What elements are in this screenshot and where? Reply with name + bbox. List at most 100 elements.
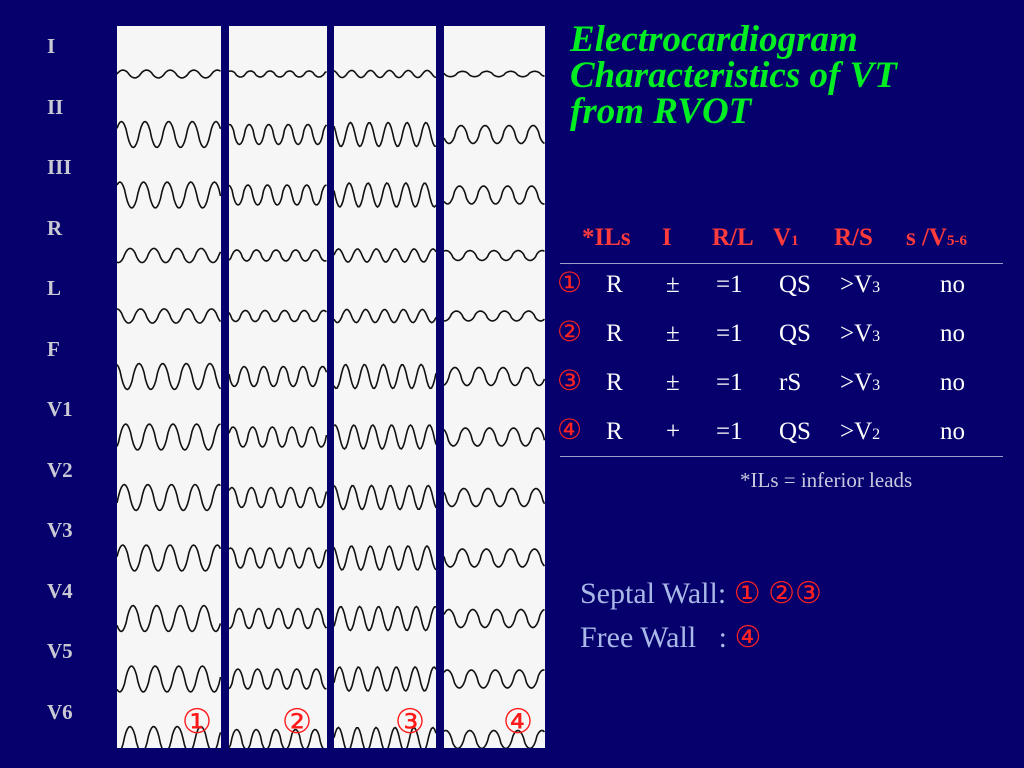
ecg-strip-2: ② bbox=[229, 26, 327, 748]
row-rs: >V2 bbox=[840, 419, 880, 444]
ecg-lead-trace bbox=[229, 426, 327, 448]
ecg-trace-1 bbox=[117, 69, 221, 748]
row-rl: =1 bbox=[716, 369, 743, 396]
ecg-lead-trace bbox=[334, 121, 436, 148]
header-ils: *ILs bbox=[582, 224, 631, 251]
lead-label: II bbox=[47, 94, 64, 119]
row-rs-sub: 3 bbox=[872, 377, 881, 394]
ecg-lead-trace bbox=[334, 726, 436, 748]
ecg-lead-trace bbox=[334, 484, 436, 511]
ecg-lead-trace bbox=[444, 310, 545, 322]
ecg-lead-trace bbox=[444, 185, 545, 205]
title-line-2: Characteristics of VT bbox=[570, 55, 897, 96]
row-sv: no bbox=[940, 369, 965, 396]
ecg-lead-trace bbox=[444, 427, 545, 447]
lead-label: R bbox=[47, 215, 63, 240]
row-number: ① bbox=[557, 268, 583, 299]
row-sv: no bbox=[940, 418, 965, 445]
ecg-lead-trace bbox=[334, 423, 436, 451]
ecg-lead-trace bbox=[444, 366, 545, 387]
row-ils: R bbox=[606, 271, 623, 298]
lead-label: L bbox=[47, 276, 62, 300]
row-number: ④ bbox=[557, 415, 583, 446]
row-rs-value: >V bbox=[840, 271, 873, 298]
row-number: ② bbox=[557, 317, 583, 348]
header-v1: V1 bbox=[773, 224, 799, 252]
free-wall-numbers: ④ bbox=[734, 621, 762, 654]
ecg-strip-1: ① bbox=[117, 26, 221, 748]
free-wall-label: Free Wall : bbox=[580, 621, 727, 654]
strip-marker-4: ④ bbox=[502, 704, 534, 741]
row-ils: R bbox=[606, 320, 623, 347]
ecg-lead-trace bbox=[334, 69, 436, 79]
row-number: ③ bbox=[557, 366, 583, 397]
ecg-lead-trace bbox=[229, 365, 327, 388]
lead-label: V1 bbox=[47, 397, 73, 421]
septal-wall-label: Septal Wall: bbox=[580, 577, 727, 610]
header-sv-text: s /V bbox=[906, 224, 947, 251]
ecg-lead-trace bbox=[334, 605, 436, 632]
ecg-lead-trace bbox=[444, 669, 545, 689]
ecg-lead-trace bbox=[117, 423, 221, 451]
row-lead-i: ± bbox=[666, 369, 680, 396]
ecg-lead-trace bbox=[117, 120, 221, 149]
header-sv-sub: 5-6 bbox=[946, 233, 967, 249]
ecg-lead-trace bbox=[229, 547, 327, 569]
ecg-lead-trace bbox=[117, 308, 221, 324]
ecg-lead-trace bbox=[229, 123, 327, 146]
row-rs-sub: 2 bbox=[872, 426, 881, 443]
header-i: I bbox=[662, 224, 672, 251]
row-v1: QS bbox=[779, 271, 811, 298]
row-ils: R bbox=[606, 418, 623, 445]
ecg-lead-trace bbox=[229, 486, 327, 509]
ecg-strip-4: ④ bbox=[444, 26, 545, 748]
header-rl: R/L bbox=[712, 224, 754, 251]
row-rl: =1 bbox=[716, 320, 743, 347]
ecg-lead-trace bbox=[444, 70, 545, 78]
row-lead-i: + bbox=[666, 418, 681, 445]
ecg-lead-trace bbox=[117, 544, 221, 572]
table-footnote: *ILs = inferior leads bbox=[740, 468, 913, 492]
lead-label: V4 bbox=[47, 578, 73, 603]
ecg-lead-trace bbox=[229, 668, 327, 690]
table-bottom-rule bbox=[560, 456, 1003, 457]
title-line-1: Electrocardiogram bbox=[570, 19, 858, 60]
ecg-lead-trace bbox=[229, 70, 327, 78]
ecg-lead-trace bbox=[444, 729, 545, 748]
ecg-lead-trace bbox=[229, 249, 327, 262]
lead-label: I bbox=[47, 34, 56, 58]
strip-marker-1: ① bbox=[181, 704, 213, 741]
slide-title: Electrocardiogram Characteristics of VT … bbox=[570, 19, 1010, 130]
ecg-strip-3: ③ bbox=[334, 26, 436, 748]
ecg-trace-4 bbox=[444, 70, 545, 748]
row-v1: rS bbox=[779, 369, 802, 396]
table-top-rule bbox=[560, 263, 1003, 264]
free-wall-line: Free Wall : ④ bbox=[580, 620, 761, 655]
lead-label: V2 bbox=[47, 457, 73, 482]
strip-marker-2: ② bbox=[281, 704, 313, 741]
ecg-lead-trace bbox=[444, 124, 545, 145]
row-rs: >V3 bbox=[840, 321, 880, 346]
row-rl: =1 bbox=[716, 271, 743, 298]
ecg-lead-trace bbox=[117, 604, 221, 633]
row-rs: >V3 bbox=[840, 272, 880, 297]
row-v1: QS bbox=[779, 418, 811, 445]
septal-wall-line: Septal Wall: ① ②③ bbox=[580, 576, 822, 611]
row-rs-sub: 3 bbox=[872, 279, 881, 296]
ecg-lead-trace bbox=[229, 607, 327, 630]
ecg-lead-trace bbox=[117, 69, 221, 79]
ecg-lead-trace bbox=[444, 249, 545, 262]
header-v1-letter: V bbox=[773, 224, 792, 251]
ecg-lead-trace bbox=[334, 308, 436, 324]
lead-label: V3 bbox=[47, 518, 73, 542]
lead-label: III bbox=[47, 155, 72, 179]
strip-marker-3: ③ bbox=[394, 704, 426, 741]
ecg-trace-2 bbox=[229, 70, 327, 748]
row-rs-value: >V bbox=[840, 418, 873, 445]
ecg-lead-trace bbox=[334, 363, 436, 390]
row-v1: QS bbox=[779, 320, 811, 347]
ecg-lead-trace bbox=[334, 248, 436, 263]
row-lead-i: ± bbox=[666, 271, 680, 298]
ecg-lead-trace bbox=[120, 725, 221, 748]
